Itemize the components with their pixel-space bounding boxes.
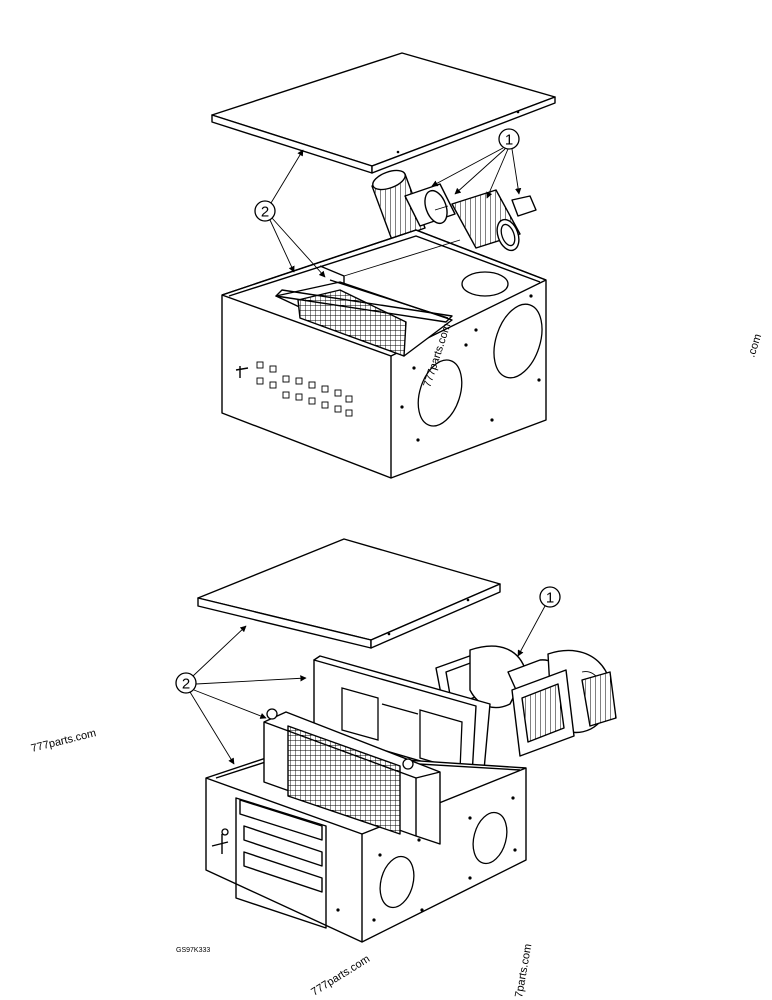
top-assembly: 1 2 xyxy=(211,52,556,479)
top-cover-panel xyxy=(211,52,556,174)
watermark-right-edge: .com xyxy=(745,333,764,359)
watermark-bottom-right: 7parts.com xyxy=(513,943,534,999)
top-front-slots xyxy=(256,361,353,417)
top-callout-housing: 2 xyxy=(254,149,326,278)
bottom-callout-housing: 2 xyxy=(175,625,307,765)
top-housing-box xyxy=(221,229,547,479)
bottom-front-louvres xyxy=(235,797,327,929)
svg-text:1: 1 xyxy=(546,590,554,607)
bottom-assembly: 1 2 xyxy=(175,538,617,943)
bottom-cover-panel xyxy=(197,538,501,649)
top-blower-assembly xyxy=(371,169,537,252)
top-callout-blower: 1 xyxy=(431,128,522,199)
svg-text:2: 2 xyxy=(261,204,269,221)
reference-code: GS97K333 xyxy=(176,947,210,954)
svg-text:1: 1 xyxy=(505,132,513,149)
watermark-bottom-center: 777parts.com xyxy=(309,953,372,998)
svg-text:2: 2 xyxy=(182,676,190,693)
bottom-callout-blower: 1 xyxy=(517,586,561,657)
bottom-housing-box xyxy=(205,655,527,943)
watermark-left-mid: 777parts.com xyxy=(30,727,98,755)
